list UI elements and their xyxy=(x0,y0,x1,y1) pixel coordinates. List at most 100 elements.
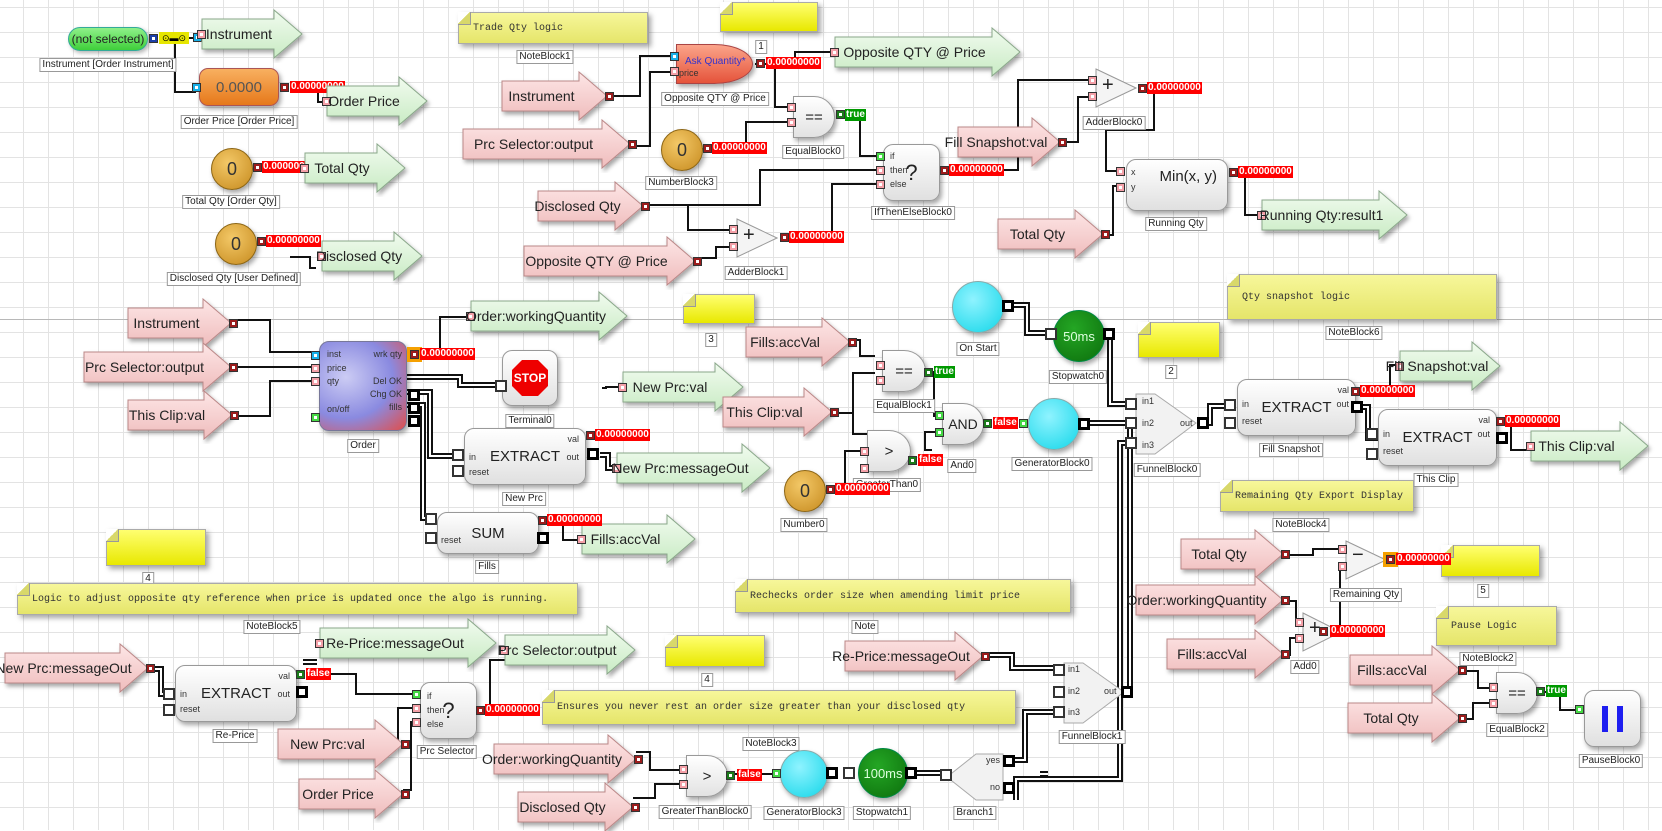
port[interactable] xyxy=(826,485,835,494)
port[interactable] xyxy=(908,456,917,465)
port[interactable] xyxy=(230,411,239,420)
port[interactable] xyxy=(1526,442,1535,451)
import-fills-accval-4[interactable]: Fills:accVal xyxy=(1166,628,1284,680)
port[interactable] xyxy=(163,704,175,716)
note-adjust-opposite[interactable]: Logic to adjust opposite qty reference w… xyxy=(17,583,578,615)
port[interactable] xyxy=(726,771,735,780)
import-total-qty-5[interactable]: Total Qty xyxy=(1347,692,1461,744)
export-prc-selector[interactable]: Prc Selector:output xyxy=(497,624,636,676)
note-1[interactable] xyxy=(720,2,818,32)
port[interactable] xyxy=(924,368,933,377)
import-disclosed-qty[interactable]: Disclosed Qty xyxy=(534,180,644,232)
port[interactable] xyxy=(146,664,155,673)
port[interactable] xyxy=(693,257,702,266)
port[interactable] xyxy=(848,338,857,347)
import-total-qty-4[interactable]: Total Qty xyxy=(1180,528,1284,580)
port[interactable] xyxy=(296,686,308,698)
port[interactable] xyxy=(1088,76,1097,85)
branch-block-1[interactable] xyxy=(946,753,1004,801)
export-opposite-qty[interactable]: Opposite QTY @ Price xyxy=(834,26,1021,78)
port[interactable] xyxy=(1125,398,1137,410)
port[interactable] xyxy=(163,688,175,700)
adder-block-1[interactable] xyxy=(736,218,778,258)
port[interactable] xyxy=(1536,687,1545,696)
note-4b[interactable] xyxy=(665,635,765,667)
port[interactable] xyxy=(1224,399,1236,411)
stopwatch-0[interactable]: 50ms xyxy=(1053,310,1105,362)
port[interactable] xyxy=(495,380,507,392)
port[interactable] xyxy=(1366,448,1378,460)
port[interactable] xyxy=(1116,183,1125,192)
port[interactable] xyxy=(300,164,309,173)
port[interactable] xyxy=(1003,755,1015,767)
port[interactable] xyxy=(280,83,289,92)
note-qty-snapshot[interactable]: Qty snapshot logic xyxy=(1227,274,1497,320)
port[interactable] xyxy=(1295,634,1304,643)
port[interactable] xyxy=(1125,417,1137,429)
min-block-running-qty[interactable]: Min(x, y) x y xyxy=(1126,159,1228,211)
port[interactable] xyxy=(1138,84,1147,93)
disclosed-qty-variable[interactable]: 0 xyxy=(215,223,257,265)
export-instrument[interactable]: Instrument xyxy=(201,8,303,60)
number-block-0[interactable]: 0 xyxy=(784,470,826,512)
port[interactable] xyxy=(940,166,949,175)
export-fills-accval[interactable]: Fills:accVal xyxy=(581,513,696,565)
port[interactable] xyxy=(876,361,885,370)
port[interactable] xyxy=(322,97,331,106)
port[interactable] xyxy=(408,389,420,401)
port[interactable] xyxy=(843,767,855,779)
note-4a[interactable] xyxy=(106,529,206,566)
import-prc-selector-2[interactable]: Prc Selector:output xyxy=(83,341,232,393)
port[interactable] xyxy=(311,413,320,422)
port[interactable] xyxy=(1197,417,1209,429)
order-block[interactable]: inst price qty on/off wrk qty Del OK Chg… xyxy=(319,341,407,431)
port[interactable] xyxy=(729,225,738,234)
port[interactable] xyxy=(780,233,789,242)
export-disclosed-qty[interactable]: Disclosed Qty xyxy=(316,230,423,282)
port[interactable] xyxy=(410,350,419,359)
port[interactable] xyxy=(679,765,688,774)
import-this-clip[interactable]: This Clip:val xyxy=(127,389,233,441)
port[interactable] xyxy=(634,755,643,764)
import-new-prc-msg[interactable]: New Prc:messageOut xyxy=(0,642,149,694)
port[interactable] xyxy=(1101,230,1110,239)
number-block-3[interactable]: 0 xyxy=(661,129,703,171)
port[interactable] xyxy=(1458,714,1467,723)
port[interactable] xyxy=(729,242,738,251)
port[interactable] xyxy=(500,646,509,655)
port[interactable] xyxy=(787,118,796,127)
equal-block-0[interactable]: == xyxy=(793,96,835,138)
port[interactable] xyxy=(618,383,627,392)
port[interactable] xyxy=(836,110,845,119)
port[interactable] xyxy=(311,364,320,373)
import-fills-accval[interactable]: Fills:accVal xyxy=(745,316,851,368)
port[interactable] xyxy=(940,769,952,781)
note-5[interactable] xyxy=(1441,545,1540,577)
prc-selector-block[interactable]: ? if then else xyxy=(420,682,477,739)
port[interactable] xyxy=(1002,300,1014,312)
total-qty-variable[interactable]: 0 xyxy=(211,148,253,190)
port[interactable] xyxy=(1229,168,1238,177)
port[interactable] xyxy=(253,163,262,172)
extract-new-prc[interactable]: EXTRACT in reset val out xyxy=(464,428,586,485)
note-3[interactable] xyxy=(683,294,755,324)
greater-than-0[interactable]: > xyxy=(867,430,911,472)
port[interactable] xyxy=(1078,418,1090,430)
port[interactable] xyxy=(401,790,410,799)
sum-fills[interactable]: SUM reset xyxy=(437,512,539,554)
port[interactable] xyxy=(1058,138,1067,147)
port[interactable] xyxy=(192,83,201,92)
port[interactable] xyxy=(876,180,885,189)
port[interactable] xyxy=(408,415,420,427)
port[interactable] xyxy=(935,411,944,420)
equal-block-2[interactable]: == xyxy=(1496,672,1538,714)
port[interactable] xyxy=(1281,596,1290,605)
port[interactable] xyxy=(1003,782,1015,794)
order-price-variable[interactable]: 0.0000 xyxy=(199,68,279,106)
port[interactable] xyxy=(412,718,421,727)
extract-re-price[interactable]: EXTRACT in reset val out xyxy=(175,665,297,722)
port[interactable] xyxy=(1386,555,1395,564)
port[interactable] xyxy=(1224,417,1236,429)
port[interactable] xyxy=(641,202,650,211)
